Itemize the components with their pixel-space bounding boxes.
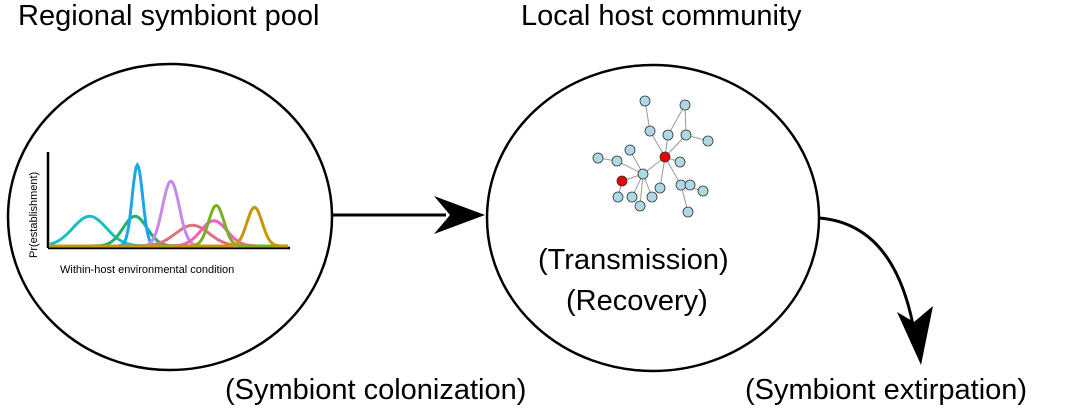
host-node [611, 155, 623, 167]
host-node [679, 99, 691, 111]
colonization-label: (Symbiont colonization) [225, 374, 526, 406]
plot-curve-8 [49, 205, 288, 248]
host-node [644, 125, 656, 137]
recovery-label: (Recovery) [566, 285, 708, 317]
extirpation-label: (Symbiont extirpation) [745, 374, 1027, 406]
host-node [682, 206, 694, 218]
host-node [654, 182, 666, 194]
regional-pool-ellipse [6, 62, 334, 372]
plot-y-label: Pr(establishment) [28, 172, 40, 258]
network-edge [667, 104, 686, 136]
host-node [639, 95, 651, 107]
host-node [637, 168, 649, 180]
local-community-ellipse [485, 63, 821, 373]
host-node [624, 144, 636, 156]
establishment-plot: Pr(establishment) Within-host environmen… [28, 152, 290, 276]
host-node [592, 152, 604, 164]
host-node [662, 129, 674, 141]
network-nodes [592, 95, 714, 218]
host-node [675, 179, 687, 191]
host-node [684, 179, 696, 191]
plot-curves [48, 161, 288, 248]
host-network [592, 95, 714, 218]
regional-pool-title: Regional symbiont pool [18, 0, 319, 32]
host-node [697, 185, 709, 197]
host-node [634, 200, 646, 212]
colonization-arrow [333, 196, 485, 234]
transmission-label: (Transmission) [538, 244, 729, 276]
host-node [626, 191, 638, 203]
host-node [674, 156, 686, 168]
local-community-title: Local host community [521, 0, 802, 32]
infected-host-node [659, 151, 671, 163]
host-node [680, 129, 692, 141]
host-node [702, 135, 714, 147]
host-node [612, 191, 624, 203]
host-node [646, 191, 658, 203]
plot-x-label: Within-host environmental condition [60, 264, 234, 276]
infected-host-node [616, 175, 628, 187]
extirpation-arrow [818, 216, 933, 365]
